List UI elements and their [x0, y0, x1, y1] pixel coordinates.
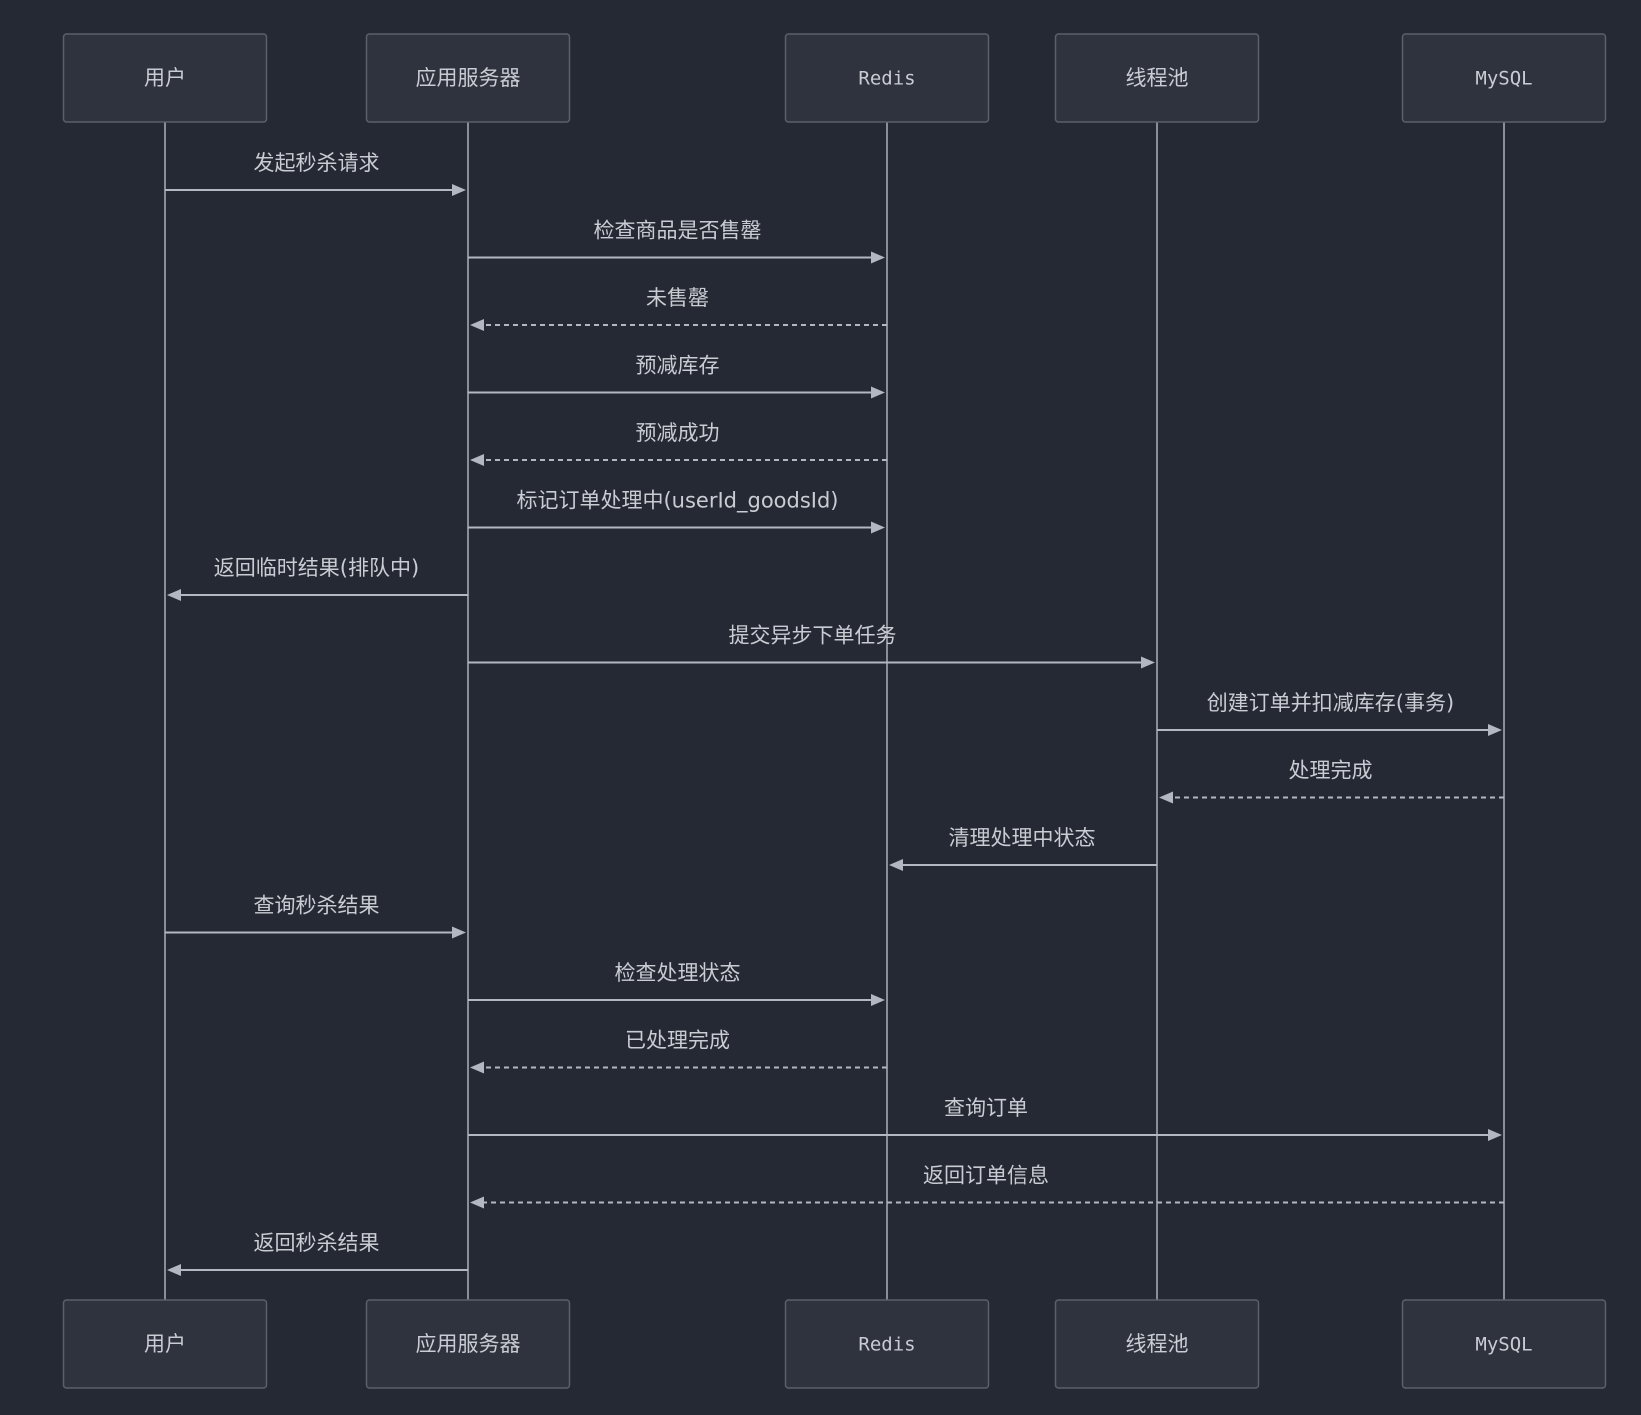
- lifelines: [164, 122, 1505, 1300]
- participant-box: [365, 1299, 571, 1389]
- message-4: 预减库存: [468, 354, 885, 399]
- arrowhead-icon: [871, 251, 885, 264]
- arrowhead-icon: [452, 926, 466, 939]
- participant-label: 应用服务器: [416, 1332, 521, 1356]
- participant-box: [1401, 33, 1607, 123]
- participant-box: [1054, 33, 1260, 123]
- message-label: 发起秒杀请求: [254, 151, 380, 175]
- arrowhead-icon: [871, 386, 885, 399]
- message-label: 检查处理状态: [615, 961, 741, 985]
- participant-redis-top: Redis: [784, 33, 990, 123]
- participant-user-bottom: 用户: [62, 1299, 268, 1389]
- participant-label: 线程池: [1126, 1332, 1189, 1356]
- participants-bottom: 用户 应用服务器 Redis 线程池 MySQL: [62, 1299, 1607, 1389]
- message-17: 返回秒杀结果: [167, 1231, 468, 1276]
- participant-box: [1401, 1299, 1607, 1389]
- message-7: 返回临时结果(排队中): [167, 556, 468, 601]
- message-label: 预减成功: [636, 421, 720, 445]
- participant-box: [365, 33, 571, 123]
- arrowhead-icon: [470, 454, 484, 466]
- participant-box: [1054, 1299, 1260, 1389]
- arrowhead-icon: [470, 1196, 484, 1209]
- message-label: 已处理完成: [625, 1029, 730, 1053]
- participant-redis-bottom: Redis: [784, 1299, 990, 1389]
- arrowhead-icon: [1141, 656, 1155, 669]
- message-15: 查询订单: [468, 1096, 1502, 1141]
- message-9: 创建订单并扣减库存(事务): [1157, 691, 1502, 736]
- participant-label: 用户: [144, 1332, 186, 1356]
- arrowhead-icon: [889, 859, 903, 871]
- message-11: 清理处理中状态: [889, 826, 1157, 871]
- message-12: 查询秒杀结果: [165, 894, 466, 939]
- participant-box: [784, 33, 990, 123]
- arrowhead-icon: [871, 994, 885, 1006]
- arrowhead-icon: [871, 521, 885, 534]
- participant-label: Redis: [858, 68, 915, 90]
- message-2: 检查商品是否售罄: [468, 219, 885, 264]
- messages: 发起秒杀请求检查商品是否售罄未售罄预减库存预减成功标记订单处理中(userId_…: [165, 151, 1504, 1276]
- message-label: 标记订单处理中(userId_goodsId): [516, 489, 838, 514]
- message-16: 返回订单信息: [470, 1164, 1504, 1209]
- participant-user-top: 用户: [62, 33, 268, 123]
- arrowhead-icon: [167, 1264, 181, 1276]
- participant-app-top: 应用服务器: [365, 33, 571, 123]
- message-label: 未售罄: [646, 286, 709, 310]
- participant-pool-top: 线程池: [1054, 33, 1260, 123]
- participant-label: MySQL: [1475, 68, 1532, 90]
- arrowhead-icon: [167, 589, 181, 601]
- participant-box: [784, 1299, 990, 1389]
- message-label: 检查商品是否售罄: [594, 219, 762, 243]
- message-14: 已处理完成: [470, 1029, 887, 1074]
- message-label: 提交异步下单任务: [729, 624, 897, 648]
- message-1: 发起秒杀请求: [165, 151, 466, 196]
- message-label: 查询订单: [944, 1096, 1028, 1120]
- message-5: 预减成功: [470, 421, 887, 466]
- message-13: 检查处理状态: [468, 961, 885, 1006]
- participant-label: 用户: [144, 66, 186, 90]
- participant-box: [62, 1299, 268, 1389]
- arrowhead-icon: [1159, 791, 1173, 804]
- participant-label: 线程池: [1126, 66, 1189, 90]
- participants-top: 用户 应用服务器 Redis 线程池 MySQL: [62, 33, 1607, 123]
- arrowhead-icon: [452, 184, 466, 196]
- participant-label: MySQL: [1475, 1334, 1532, 1356]
- participant-pool-bottom: 线程池: [1054, 1299, 1260, 1389]
- message-label: 查询秒杀结果: [254, 894, 380, 918]
- message-6: 标记订单处理中(userId_goodsId): [468, 489, 885, 534]
- participant-label: Redis: [858, 1334, 915, 1356]
- message-10: 处理完成: [1159, 759, 1504, 804]
- arrowhead-icon: [1488, 724, 1502, 736]
- message-label: 返回临时结果(排队中): [214, 556, 419, 580]
- arrowhead-icon: [1488, 1129, 1502, 1141]
- message-label: 返回秒杀结果: [254, 1231, 380, 1255]
- arrowhead-icon: [470, 319, 484, 331]
- participant-mysql-bottom: MySQL: [1401, 1299, 1607, 1389]
- participant-label: 应用服务器: [416, 66, 521, 90]
- message-label: 清理处理中状态: [949, 826, 1096, 850]
- arrowhead-icon: [470, 1061, 484, 1074]
- message-label: 创建订单并扣减库存(事务): [1207, 691, 1454, 715]
- message-label: 预减库存: [636, 354, 720, 378]
- participant-box: [62, 33, 268, 123]
- message-label: 返回订单信息: [923, 1164, 1049, 1188]
- participant-app-bottom: 应用服务器: [365, 1299, 571, 1389]
- message-8: 提交异步下单任务: [468, 624, 1155, 669]
- message-label: 处理完成: [1289, 759, 1373, 783]
- participant-mysql-top: MySQL: [1401, 33, 1607, 123]
- message-3: 未售罄: [470, 286, 887, 331]
